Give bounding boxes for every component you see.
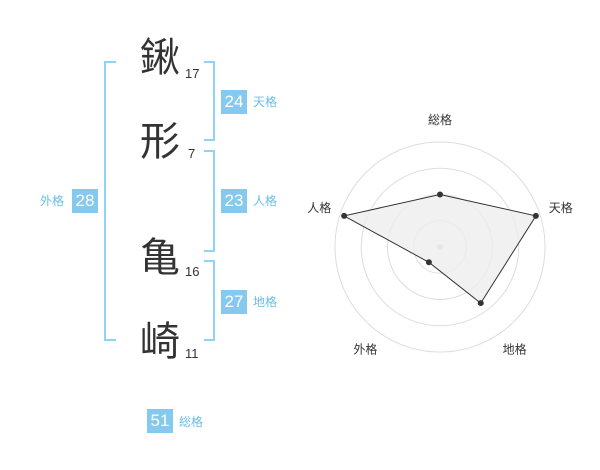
stroke-count-4: 11 — [185, 346, 199, 361]
radar-axis-label-5: 人格 — [307, 200, 331, 215]
stroke-count-1: 17 — [185, 66, 200, 81]
soukaku-value: 51 — [147, 409, 173, 433]
radar-point-1 — [437, 191, 443, 198]
radar-point-5 — [341, 212, 348, 219]
tenkaku-value: 24 — [221, 90, 247, 114]
name-char-2: 形 — [140, 119, 180, 165]
radar-axis-label-1: 総格 — [428, 112, 452, 127]
name-char-3: 亀 — [140, 235, 180, 281]
name-char-1: 鍬 — [140, 35, 180, 81]
jinkaku-value: 23 — [221, 189, 247, 213]
chikaku-value: 27 — [221, 290, 247, 314]
radar-axis-label-3: 地格 — [503, 342, 527, 357]
tenkaku-bracket — [204, 61, 215, 141]
radar-point-2 — [532, 212, 539, 219]
radar-point-3 — [477, 300, 484, 307]
jinkaku-bracket — [204, 150, 215, 252]
radar-axis-label-2: 天格 — [549, 200, 573, 215]
radar-polygon — [342, 193, 537, 304]
radar-point-4 — [425, 259, 432, 266]
gaikaku-label: 外格 — [40, 194, 65, 208]
soukaku-label: 総格 — [179, 415, 204, 429]
jinkaku-label: 人格 — [253, 194, 278, 208]
name-char-4: 崎 — [140, 319, 180, 365]
stroke-count-3: 16 — [185, 264, 200, 279]
radar-axis-label-4: 外格 — [353, 342, 377, 357]
stroke-count-2: 7 — [188, 146, 196, 161]
gaikaku-value: 28 — [72, 189, 98, 213]
chikaku-label: 地格 — [253, 295, 278, 309]
chikaku-bracket — [204, 260, 215, 341]
tenkaku-label: 天格 — [253, 95, 278, 109]
gaikaku-bracket — [104, 61, 116, 341]
radar-ring-3 — [360, 167, 520, 327]
radar-ring-4 — [334, 141, 546, 353]
